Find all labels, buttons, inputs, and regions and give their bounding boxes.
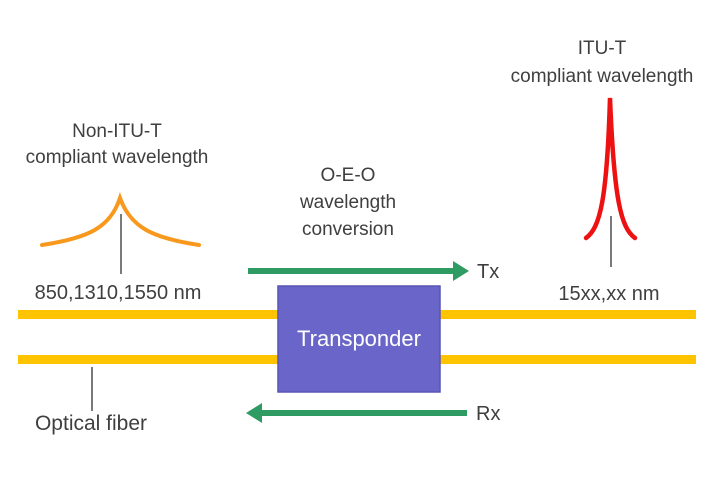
oeo-conversion-label-line3: conversion xyxy=(302,219,394,240)
itu-wavelength-value-label: 15xx,xx nm xyxy=(558,283,660,305)
tx-label: Tx xyxy=(477,261,500,283)
itu-wavelength-label-line1: ITU-T xyxy=(577,38,627,59)
itu-wavelength-label: ITU-T compliant wavelength xyxy=(485,35,719,91)
oeo-conversion-label-line2: wavelength xyxy=(299,192,397,213)
rx-arrow-head xyxy=(246,403,262,423)
transponder-box-label: Transponder xyxy=(297,326,421,351)
itu-wavelength-label-line2: compliant wavelength xyxy=(510,66,694,87)
oeo-conversion-label-line1: O-E-O xyxy=(320,165,376,186)
non-itu-wavelength-label-line1: Non-ITU-T xyxy=(72,121,162,142)
rx-label: Rx xyxy=(476,403,501,425)
non-itu-spectrum-peak-curve xyxy=(40,191,201,247)
non-itu-wavelength-label: Non-ITU-T compliant wavelength xyxy=(0,119,234,171)
transponder-box-shape xyxy=(277,285,441,393)
optical-fiber-label: Optical fiber xyxy=(34,412,148,435)
transponder-box: Transponder xyxy=(278,286,440,392)
tx-arrow-head xyxy=(453,261,469,281)
non-itu-wavelength-label-line2: compliant wavelength xyxy=(25,147,209,168)
itu-spectrum-peak-curve xyxy=(583,97,638,241)
oeo-conversion-label: O-E-O wavelength conversion xyxy=(258,162,438,243)
non-itu-wavelength-values-label: 850,1310,1550 nm xyxy=(34,282,202,304)
